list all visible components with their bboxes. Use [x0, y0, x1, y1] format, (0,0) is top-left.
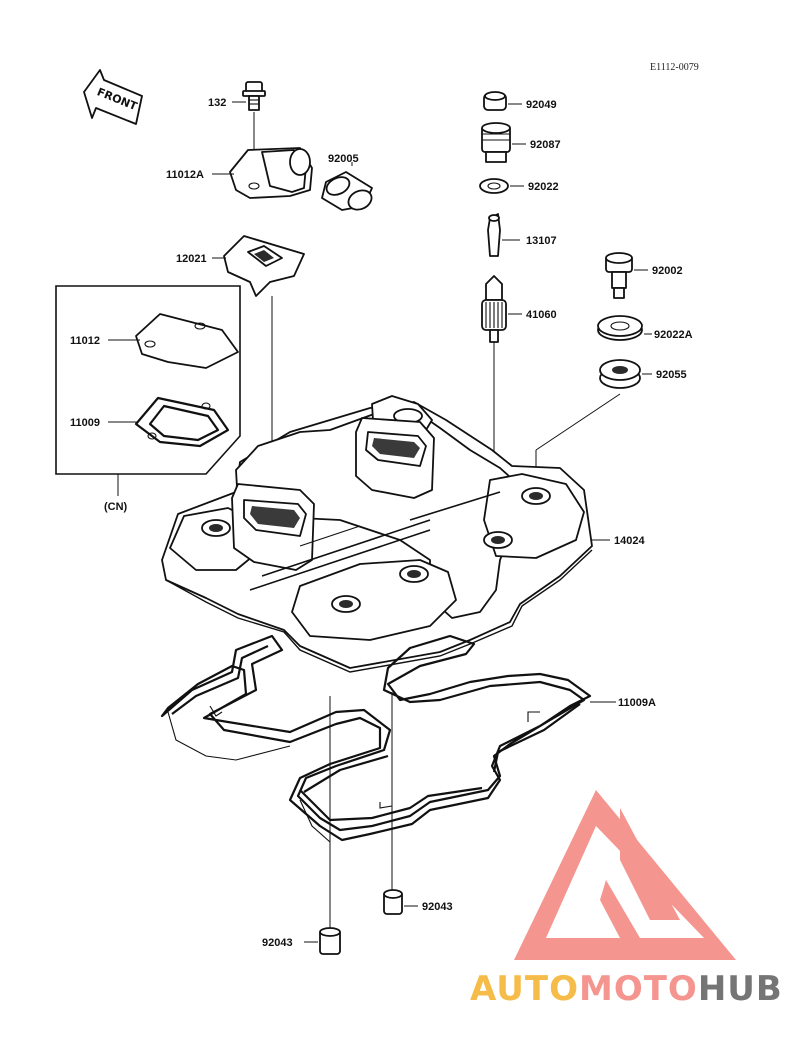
callout-92022A: 92022A: [654, 329, 693, 341]
automotohub-watermark-logo: AUTOMOTOHUB: [470, 790, 783, 1009]
watermark-word-auto: AUTO: [470, 969, 579, 1009]
callout-14024: 14024: [614, 535, 645, 547]
gear-41060-part: [481, 275, 507, 343]
washer-92022A-part: [597, 315, 643, 341]
callout-11012: 11012: [70, 335, 100, 347]
breather-cover-11012A-part: [229, 147, 313, 199]
sleeve-92005-part: [321, 171, 373, 211]
gasket-11009-part: [134, 396, 230, 448]
callout-92087: 92087: [530, 139, 561, 151]
front-direction-arrow: FRONT: [83, 69, 143, 125]
callout-132: 132: [208, 97, 226, 109]
cap-92049-part: [483, 91, 507, 111]
bolt-132-part: [242, 81, 266, 111]
callout-11009: 11009: [70, 417, 100, 429]
callout-92049: 92049: [526, 99, 557, 111]
diagram-reference-code: E1112-0079: [650, 62, 699, 73]
leader-92055-down: [535, 393, 621, 451]
washer-92022-part: [479, 178, 509, 194]
callout-11009A: 11009A: [618, 697, 656, 709]
watermark-word-moto: MOTO: [579, 969, 698, 1009]
cover-11012-part: [135, 313, 239, 369]
callout-92043-left: 92043: [262, 937, 293, 949]
fitting-92087-part: [481, 122, 511, 163]
variant-label-cn: (CN): [104, 501, 128, 513]
callout-92043-right: 92043: [422, 901, 453, 913]
callout-12021: 12021: [176, 253, 207, 265]
callout-92055: 92055: [656, 369, 687, 381]
shaft-13107-part: [487, 213, 501, 257]
callout-13107: 13107: [526, 235, 557, 247]
cap-12021-part: [223, 235, 305, 297]
grommet-92055-part: [599, 359, 641, 389]
dowel-92043-left-part: [319, 927, 341, 955]
dowel-92043-right-part: [383, 889, 403, 915]
svg-text:AUTOMOTOHUB: AUTOMOTOHUB: [470, 969, 783, 1009]
callout-41060: 41060: [526, 309, 557, 321]
callout-92022: 92022: [528, 181, 559, 193]
callout-92002: 92002: [652, 265, 683, 277]
watermark-triangle-shape: [514, 790, 736, 960]
cn-variant-inset: 11012 11009 (CN): [55, 285, 241, 513]
watermark-word-hub: HUB: [698, 969, 783, 1009]
bolt-92002-part: [605, 252, 633, 299]
cylinder-head-cover-14024-part: [161, 395, 593, 673]
callout-11012A: 11012A: [166, 169, 204, 181]
callout-92005: 92005: [328, 153, 359, 165]
head-cover-gasket-11009A-part: [160, 634, 592, 843]
